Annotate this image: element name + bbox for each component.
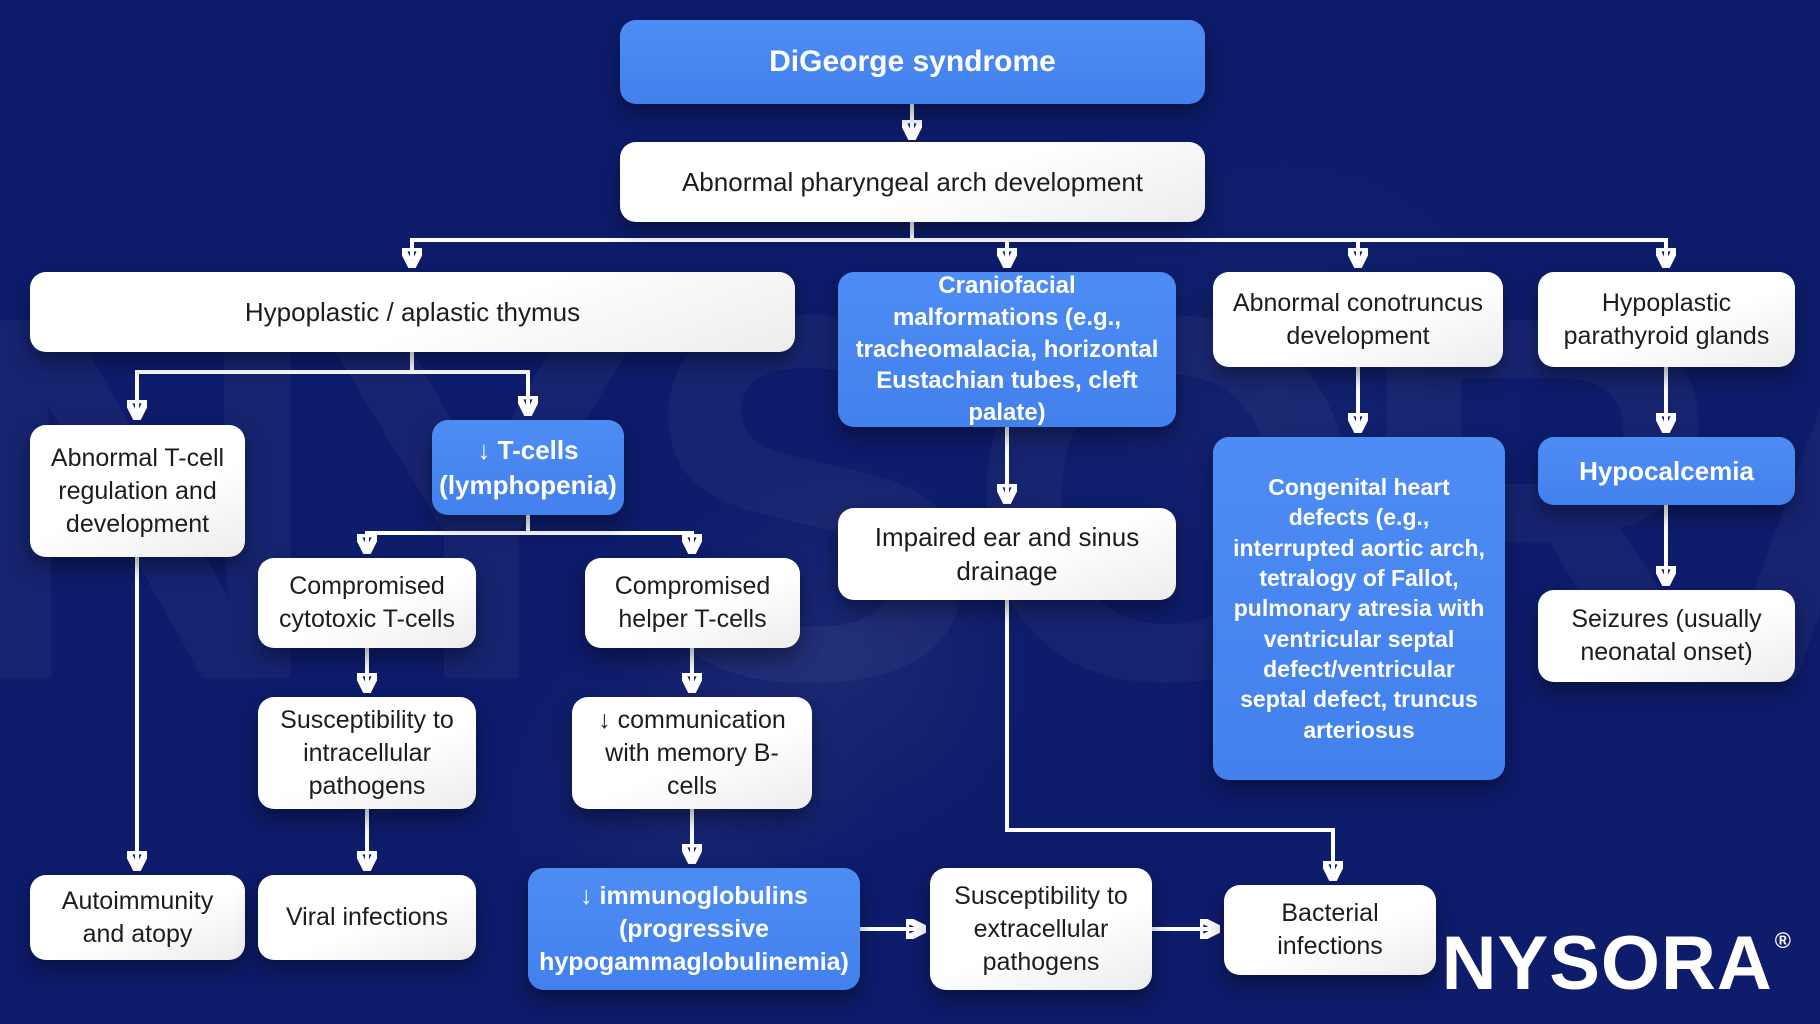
registered-trademark-icon: ® — [1774, 928, 1792, 953]
node-congenital-heart-defects: Congenital heart defects (e.g., interrup… — [1213, 437, 1505, 780]
node-abnormal-conotruncus: Abnormal conotruncus development — [1213, 272, 1503, 367]
node-hypoplastic-aplastic-thymus: Hypoplastic / aplastic thymus — [30, 272, 795, 352]
node-susceptibility-extracellular: Susceptibility to extracellular pathogen… — [930, 868, 1152, 990]
node-hypocalcemia: Hypocalcemia — [1538, 437, 1795, 505]
node-abnormal-pharyngeal-arch: Abnormal pharyngeal arch development — [620, 142, 1205, 222]
node-impaired-ear-sinus-drainage: Impaired ear and sinus drainage — [838, 508, 1176, 600]
node-viral-infections: Viral infections — [258, 875, 476, 960]
nysora-logo-text: NYSORA — [1441, 921, 1773, 1006]
node-compromised-cytotoxic-tcells: Compromised cytotoxic T-cells — [258, 558, 476, 648]
node-autoimmunity-atopy: Autoimmunity and atopy — [30, 875, 245, 960]
node-abnormal-tcell-regulation: Abnormal T-cell regulation and developme… — [30, 425, 245, 557]
node-susceptibility-intracellular: Susceptibility to intracellular pathogen… — [258, 697, 476, 809]
node-hypoplastic-parathyroid: Hypoplastic parathyroid glands — [1538, 272, 1795, 367]
node-communication-memory-bcells: ↓ communication with memory B-cells — [572, 697, 812, 809]
node-bacterial-infections: Bacterial infections — [1224, 885, 1436, 975]
node-digeorge-syndrome: DiGeorge syndrome — [620, 20, 1205, 104]
edge-impaired-drainage-bacterial — [1005, 598, 1333, 871]
node-decreased-immunoglobulins: ↓ immunoglobulins (progressive hypogamma… — [528, 868, 860, 990]
node-seizures-neonatal: Seizures (usually neonatal onset) — [1538, 590, 1795, 682]
node-craniofacial-malformations: Craniofacial malformations (e.g., trache… — [838, 272, 1176, 427]
node-compromised-helper-tcells: Compromised helper T-cells — [585, 558, 800, 648]
nysora-logo: NYSORA ® — [1442, 926, 1792, 1002]
node-decreased-tcells: ↓ T-cells (lymphopenia) — [432, 420, 624, 515]
